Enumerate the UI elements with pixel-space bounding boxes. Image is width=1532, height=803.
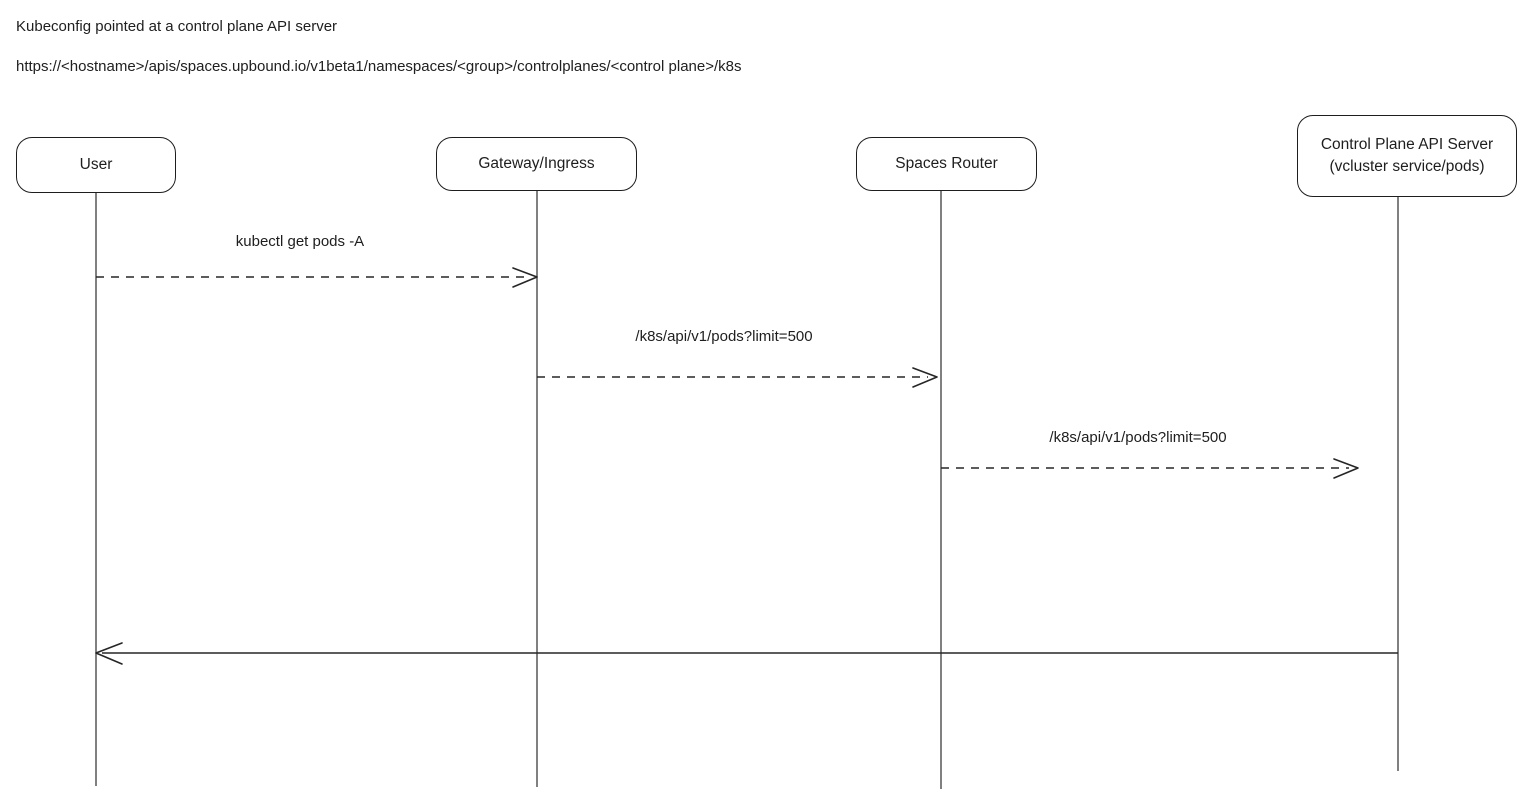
message-label-kubectl: kubectl get pods -A — [236, 233, 364, 250]
message-label-k8s-api-2: /k8s/api/v1/pods?limit=500 — [1049, 429, 1226, 446]
actor-sublabel-control-plane: (vcluster service/pods) — [1329, 158, 1485, 175]
actor-label-control-plane: Control Plane API Server — [1320, 135, 1494, 153]
actor-box-control-plane: Control Plane API Server (vcluster servi… — [1297, 115, 1517, 197]
actor-box-spaces-router: Spaces Router — [856, 137, 1037, 191]
actor-box-user: User — [16, 137, 176, 193]
arrowhead-left-return — [95, 642, 123, 665]
actor-label-gateway-ingress: Gateway/Ingress — [478, 154, 595, 172]
message-label-k8s-api-1: /k8s/api/v1/pods?limit=500 — [635, 328, 812, 345]
arrowhead-right-2 — [912, 367, 938, 388]
arrowhead-right-3 — [1333, 458, 1359, 479]
actor-box-gateway-ingress: Gateway/Ingress — [436, 137, 637, 191]
actor-label-spaces-router: Spaces Router — [895, 154, 998, 172]
arrowhead-right-1 — [512, 267, 538, 288]
actor-label-user: User — [79, 155, 113, 173]
diagram-title: Kubeconfig pointed at a control plane AP… — [16, 18, 338, 35]
kubeconfig-url-text: https://<hostname>/apis/spaces.upbound.i… — [16, 58, 742, 75]
